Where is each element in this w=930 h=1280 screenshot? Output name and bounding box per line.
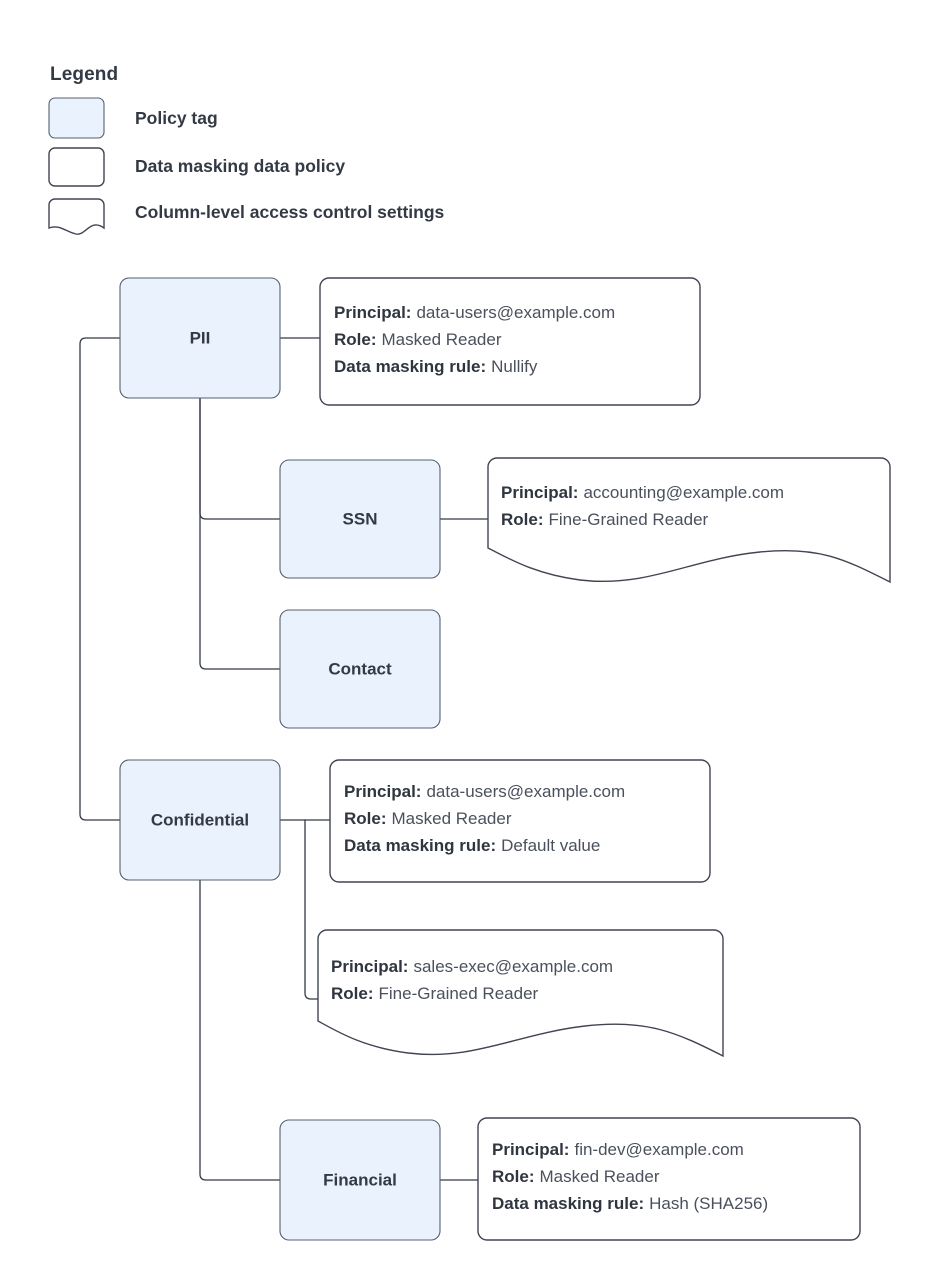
policy-box-confidential-masking[interactable]: Principal: data-users@example.com Role: Ma… [329,759,711,883]
node-pii[interactable]: PII [119,277,281,399]
node-ssn-label: SSN [343,509,378,528]
label-principal: Principal: [492,1140,569,1159]
label-principal: Principal: [331,957,408,976]
policy-ssn-acl-principal-line: Principal: accounting@example.com [501,483,784,502]
node-financial-label: Financial [323,1170,397,1189]
value-rule: Default value [501,836,600,855]
label-role: Role: [501,510,544,529]
legend: Legend Policy tag Data masking data poli… [48,64,445,235]
node-contact-label: Contact [328,659,392,678]
policy-financial-masking-role-line: Role: Masked Reader [492,1167,660,1186]
policy-box-financial-masking-outline[interactable] [477,1117,861,1241]
legend-label-data-masking-policy: Data masking data policy [135,156,345,176]
legend-swatch-policy-tag [48,97,105,139]
value-role: Masked Reader [540,1167,660,1186]
value-principal: data-users@example.com [426,782,625,801]
label-principal: Principal: [501,483,578,502]
node-confidential-box[interactable] [119,759,281,881]
policy-financial-masking-principal-line: Principal: fin-dev@example.com [492,1140,744,1159]
value-rule: Nullify [491,357,538,376]
node-confidential-label: Confidential [151,810,249,829]
policy-confidential-acl-principal-line: Principal: sales-exec@example.com [331,957,613,976]
label-rule: Data masking rule: [334,357,486,376]
connectors [79,337,489,1181]
legend-item-column-acl: Column-level access control settings [48,198,445,235]
policy-box-confidential-column-acl[interactable]: Principal: sales-exec@example.com Role: Fi… [317,929,724,1058]
node-contact-box[interactable] [279,609,441,729]
legend-swatch-column-acl [48,198,105,235]
label-role: Role: [344,809,387,828]
value-principal: sales-exec@example.com [413,957,613,976]
policy-confidential-masking-role-line: Role: Masked Reader [344,809,512,828]
legend-label-column-acl: Column-level access control settings [135,202,445,222]
node-financial[interactable]: Financial [279,1119,441,1241]
node-pii-box[interactable] [119,277,281,399]
policy-ssn-acl-role-line: Role: Fine-Grained Reader [501,510,709,529]
value-principal: fin-dev@example.com [574,1140,743,1159]
legend-swatch-data-masking-policy [48,147,105,187]
connector-confidential-to-column-acl [304,819,319,1000]
label-principal: Principal: [334,303,411,322]
value-role: Fine-Grained Reader [379,984,539,1003]
node-confidential[interactable]: Confidential [119,759,281,881]
policy-confidential-acl-role-line: Role: Fine-Grained Reader [331,984,539,1003]
policy-box-ssn-column-acl[interactable]: Principal: accounting@example.com Role: Fi… [487,457,891,584]
policy-tag-nodes: PII SSN Contact Confidential Financial [119,277,441,1241]
value-role: Fine-Grained Reader [549,510,709,529]
policy-box-pii-masking-outline[interactable] [319,277,701,406]
connector-confidential-to-financial [199,879,281,1181]
value-rule: Hash (SHA256) [649,1194,768,1213]
policy-pii-masking-rule-line: Data masking rule: Nullify [334,357,538,376]
policy-pii-masking-principal-line: Principal: data-users@example.com [334,303,615,322]
policy-pii-masking-role-line: Role: Masked Reader [334,330,502,349]
policy-confidential-masking-principal-line: Principal: data-users@example.com [344,782,625,801]
node-contact[interactable]: Contact [279,609,441,729]
value-principal: accounting@example.com [583,483,784,502]
legend-item-policy-tag: Policy tag [48,97,218,139]
node-ssn-box[interactable] [279,459,441,579]
policy-financial-masking-rule-line: Data masking rule: Hash (SHA256) [492,1194,768,1213]
node-ssn[interactable]: SSN [279,459,441,579]
connector-pii-to-ssn [199,397,281,520]
label-role: Role: [331,984,374,1003]
label-role: Role: [492,1167,535,1186]
policy-box-ssn-column-acl-outline[interactable] [487,457,891,584]
label-principal: Principal: [344,782,421,801]
connector-pii-to-contact [199,397,281,670]
value-principal: data-users@example.com [416,303,615,322]
connector-root-spine [79,337,121,821]
legend-title: Legend [50,64,118,85]
value-role: Masked Reader [392,809,512,828]
label-rule: Data masking rule: [344,836,496,855]
label-rule: Data masking rule: [492,1194,644,1213]
legend-label-policy-tag: Policy tag [135,108,218,128]
node-pii-label: PII [190,328,211,347]
node-financial-box[interactable] [279,1119,441,1241]
policy-confidential-masking-rule-line: Data masking rule: Default value [344,836,600,855]
policy-box-confidential-masking-outline[interactable] [329,759,711,883]
policy-box-pii-masking[interactable]: Principal: data-users@example.com Role: Ma… [319,277,701,406]
legend-item-data-masking-policy: Data masking data policy [48,147,345,187]
value-role: Masked Reader [382,330,502,349]
policy-box-financial-masking[interactable]: Principal: fin-dev@example.com Role: Maske… [477,1117,861,1241]
policy-box-confidential-column-acl-outline[interactable] [317,929,724,1058]
label-role: Role: [334,330,377,349]
